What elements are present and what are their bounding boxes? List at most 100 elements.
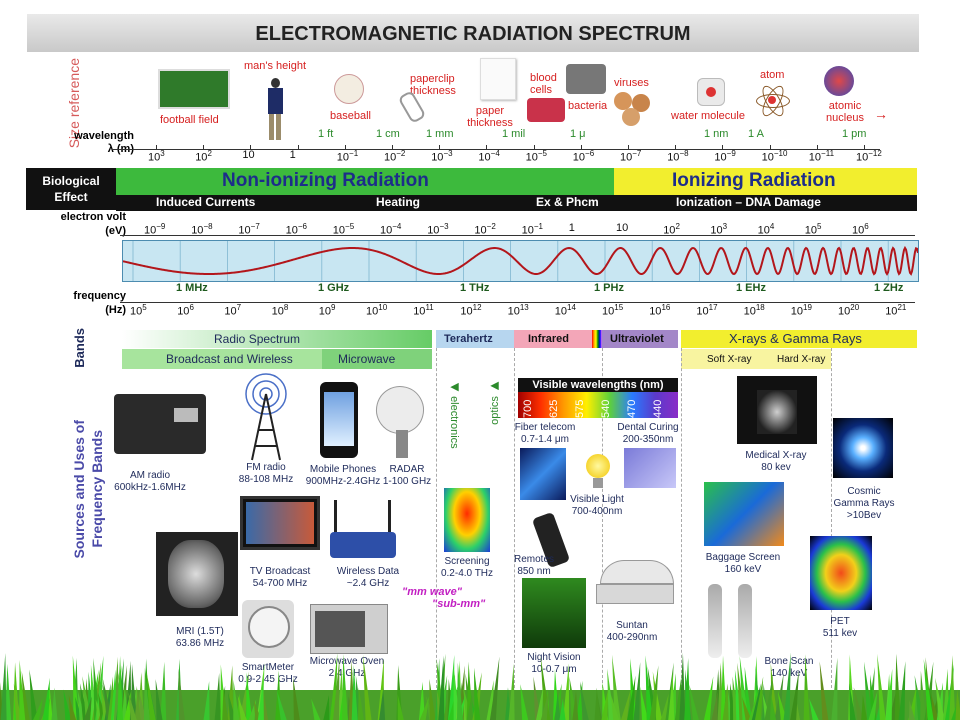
grass-blade <box>51 687 58 720</box>
grass-blade <box>474 667 481 720</box>
sub-mm-label: "sub-mm" <box>432 598 486 610</box>
wavelength-tick: 10−4 <box>478 149 500 164</box>
grass-blade <box>5 663 12 720</box>
device-detail: 700-400nm <box>571 506 623 517</box>
grass-blade <box>668 672 675 720</box>
thermal-screening-image <box>444 488 490 552</box>
hz-tick: 1012 <box>460 303 482 318</box>
electronics-arrow-icon: ◀ <box>448 380 460 397</box>
unit-marker: 1 A <box>748 128 764 140</box>
band-hard-xray-label: Hard X-ray <box>777 354 826 365</box>
grass-blade <box>540 691 549 720</box>
grass-blade <box>579 681 589 720</box>
device-detail: 0.7-1.4 μm <box>520 434 569 445</box>
pet-scan-image <box>810 536 872 610</box>
divider-line <box>681 348 682 688</box>
grass-blade <box>562 663 569 720</box>
grass-blade <box>790 670 799 720</box>
grass-blade <box>633 661 641 720</box>
ev-tick: 106 <box>852 222 869 237</box>
device-detail: 0.9-2.45 GHz <box>238 674 298 685</box>
grass-blade <box>456 662 463 720</box>
grass-blade <box>293 677 300 720</box>
unit-marker: 1 μ <box>570 128 586 140</box>
effect-ionization: Ionization – DNA Damage <box>676 195 821 209</box>
grass-blade <box>0 653 7 720</box>
grass-blade <box>342 654 349 720</box>
ev-axis-label: electron volt (eV) <box>40 210 126 238</box>
grass-blade <box>155 679 163 720</box>
band-radio-label: Radio Spectrum <box>214 332 301 346</box>
ev-tick: 105 <box>804 222 822 237</box>
hz-tick: 1010 <box>366 303 388 318</box>
grass-blade <box>955 689 960 720</box>
man-image <box>266 78 284 140</box>
wavelength-tick: 102 <box>195 149 212 164</box>
device-detail: 2.4 GHz <box>328 668 366 679</box>
water-molecule-label: water molecule <box>671 110 745 122</box>
grass-blade <box>935 677 945 720</box>
baseball-image <box>334 74 364 104</box>
unit-marker: 1 mm <box>426 128 454 140</box>
ev-tick: 10−3 <box>427 222 449 237</box>
atomic-nucleus-image <box>824 66 854 96</box>
grass-blade <box>227 692 236 720</box>
device-cosmic-gamma: Cosmic Gamma Rays>10Bev <box>830 486 898 522</box>
ionizing-band: Ionizing Radiation <box>614 168 917 195</box>
ev-tick: 103 <box>710 222 728 237</box>
visible-nm-label: 440 <box>652 399 664 418</box>
device-detail: 400-290nm <box>606 632 658 643</box>
wavelength-tick-mark <box>533 145 535 150</box>
atom-label: atom <box>760 69 785 81</box>
device-name: Screening <box>444 556 490 567</box>
band-ultraviolet: Ultraviolet <box>602 330 678 348</box>
fiber-telecom-image <box>520 448 566 500</box>
visible-wavelengths-title: Visible wavelengths (nm) <box>518 378 678 392</box>
smart-meter-image <box>242 600 294 658</box>
ev-label-line1: electron volt <box>60 211 126 223</box>
mm-wave-label: "mm wave" <box>402 586 462 598</box>
ev-tick: 10 <box>616 222 629 234</box>
band-soft-xray: Soft X-ray <box>681 349 771 369</box>
grass-blade <box>949 655 956 720</box>
band-microwave: Microwave <box>322 349 432 369</box>
grass-blade <box>520 684 529 720</box>
microwave-oven-image <box>310 604 388 654</box>
device-name: Bone Scan <box>764 656 814 667</box>
band-radio: Radio Spectrum <box>122 330 432 348</box>
wavelength-tick-mark <box>156 145 157 150</box>
unit-marker: 1 cm <box>376 128 400 140</box>
grass-blade <box>438 655 445 720</box>
grass-blade <box>508 663 515 720</box>
grass-blade <box>75 696 83 720</box>
wavelength-tick-mark <box>769 145 771 150</box>
ev-tick: 10−7 <box>238 222 260 237</box>
grass-blade <box>68 694 77 720</box>
band-visible <box>592 330 602 348</box>
wavelength-tick: 10−3 <box>431 149 453 164</box>
grass-blade <box>754 676 764 720</box>
hz-tick: 1016 <box>649 303 671 318</box>
band-terahertz-label: Terahertz <box>444 333 493 345</box>
wavelength-tick: 10 <box>242 149 255 161</box>
paperclip-label: paperclip thickness <box>410 73 456 97</box>
wireless-router-image <box>328 500 398 562</box>
grass-blade <box>429 678 436 720</box>
grass-blade <box>620 689 631 720</box>
wavelength-tick-mark <box>392 145 393 150</box>
cosmic-gamma-image <box>833 418 893 478</box>
grass-blade <box>248 699 257 720</box>
hz-tick: 108 <box>271 303 289 318</box>
ev-tick: 104 <box>757 222 775 237</box>
wavelength-tick-mark <box>722 145 724 150</box>
band-ultraviolet-label: Ultraviolet <box>610 333 664 345</box>
divider-line <box>831 348 832 688</box>
paper-thickness-label: paper thickness <box>467 105 513 129</box>
